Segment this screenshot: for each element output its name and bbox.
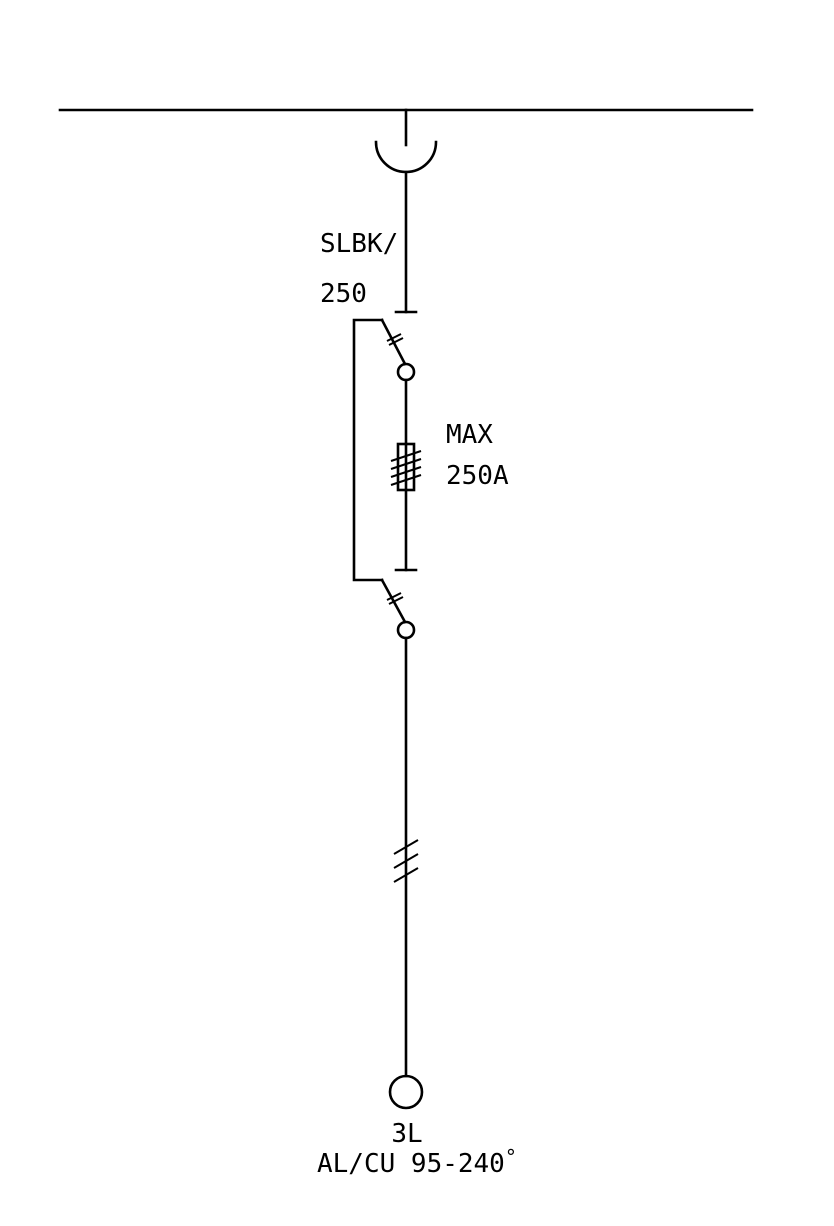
fuse-symbol xyxy=(390,442,422,492)
cable-spec-text: AL/CU 95-240 xyxy=(317,1149,505,1179)
cable-spec-mark: ° xyxy=(505,1145,517,1169)
cable-phases-label: 3L xyxy=(391,1119,422,1149)
switch-rating-label: 250 xyxy=(320,279,367,309)
cable-terminal xyxy=(388,1074,424,1110)
switch-type-label: SLBK/ xyxy=(320,229,398,259)
upper-switch-blade xyxy=(380,318,407,366)
cable-spec-label: AL/CU 95-240° xyxy=(317,1145,517,1179)
fuse-rating-label: 250A xyxy=(446,461,509,491)
lower-switch-terminal xyxy=(396,620,416,640)
upper-switch-terminal xyxy=(396,362,416,382)
mechanical-linkage xyxy=(352,318,384,582)
fuse-max-label: MAX xyxy=(446,420,493,450)
three-phase-marks xyxy=(393,839,419,883)
plug-in-contact-symbol xyxy=(374,140,438,174)
lower-switch-blade xyxy=(380,578,407,624)
